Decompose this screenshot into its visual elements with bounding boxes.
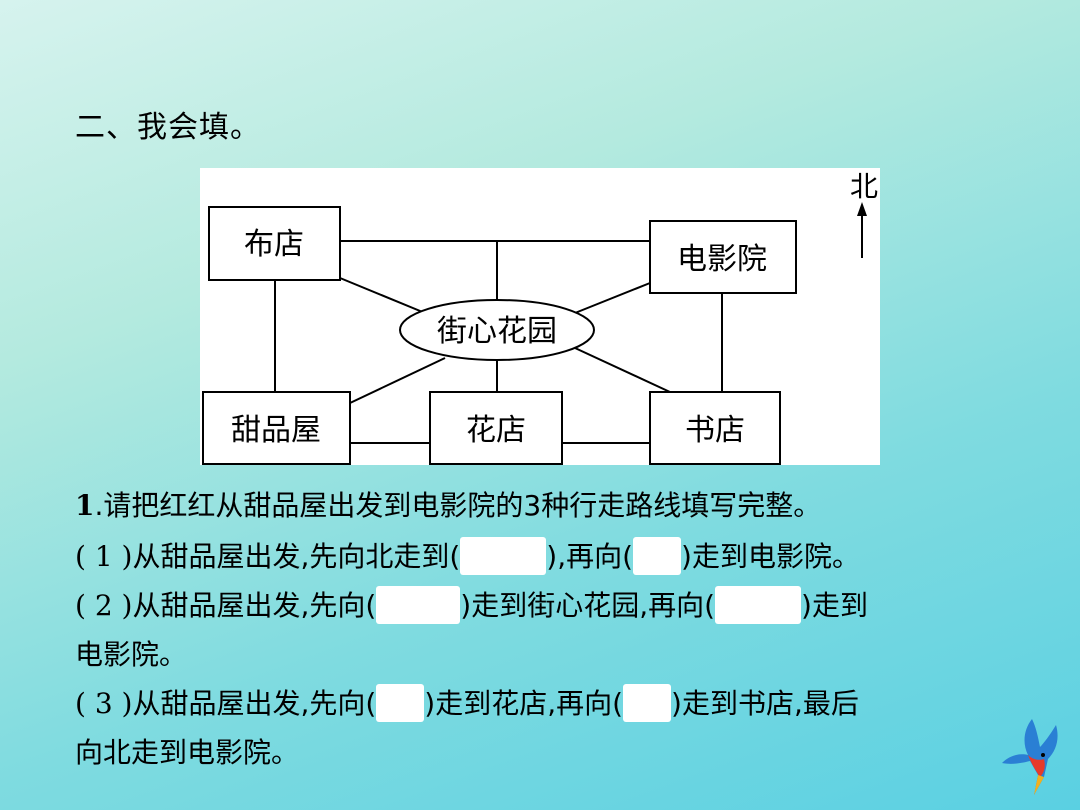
route-1-blank-1[interactable] [460, 537, 547, 575]
route-2-index: ( 2 ) [75, 589, 133, 622]
flower-shop-label: 花店 [466, 413, 526, 448]
book-shop-label: 书店 [685, 413, 745, 448]
flower-shop-box [429, 391, 563, 465]
route-3-text-b: )走到花店,再向( [424, 687, 624, 720]
cinema-label: 电影院 [677, 242, 767, 277]
question-1-prompt: 1.请把红红从甜品屋出发到电影院的3种行走路线填写完整。 [75, 484, 821, 524]
route-1-text-a: 从甜品屋出发,先向北走到( [132, 540, 461, 573]
north-label: 北 [850, 170, 878, 203]
route-2-text-b: )走到街心花园,再向( [460, 589, 716, 622]
route-map: 北 布店 电影院 街心花园 甜品屋 花店 书店 [200, 168, 880, 465]
route-3-blank-1[interactable] [376, 684, 425, 722]
route-2-blank-1[interactable] [376, 586, 461, 624]
dessert-house-box [202, 391, 351, 465]
route-1-text-b: ),再向( [546, 540, 634, 573]
route-3-blank-2[interactable] [623, 684, 672, 722]
dessert-house-label: 甜品屋 [231, 413, 321, 448]
route-2-blank-2[interactable] [715, 586, 802, 624]
route-1: ( 1 )从甜品屋出发,先向北走到( ),再向( )走到电影院。 [75, 535, 860, 575]
route-2-text-a: 从甜品屋出发,先向( [132, 589, 377, 622]
garden-label: 街心花园 [437, 314, 557, 349]
route-2-text-c: )走到 [801, 589, 868, 622]
route-1-blank-2[interactable] [633, 537, 682, 575]
cinema-box [649, 220, 797, 294]
road-garden-cinema [574, 282, 651, 314]
road-garden-book [574, 347, 671, 393]
garden-ellipse [399, 299, 595, 361]
route-3-text-c: )走到书店,最后 [671, 687, 859, 720]
road-cloth-garden [339, 277, 426, 314]
question-1-text: .请把红红从甜品屋出发到电影院的3种行走路线填写完整。 [94, 489, 822, 522]
road-dessert-garden [349, 357, 446, 404]
cloth-shop-label: 布店 [244, 227, 304, 262]
route-3: ( 3 )从甜品屋出发,先向( )走到花店,再向( )走到书店,最后 [75, 682, 859, 722]
book-shop-box [649, 391, 781, 465]
route-3-continued: 向北走到电影院。 [75, 736, 300, 769]
cloth-shop-box [208, 206, 341, 281]
route-3-text-a: 从甜品屋出发,先向( [132, 687, 377, 720]
section-title: 二、我会填。 [75, 110, 261, 145]
route-1-text-c: )走到电影院。 [681, 540, 860, 573]
parrot-icon [1002, 719, 1058, 795]
route-map-diagram: 北 布店 电影院 街心花园 甜品屋 花店 书店 [202, 170, 878, 465]
north-arrow-icon [857, 202, 867, 216]
route-1-index: ( 1 ) [75, 540, 133, 573]
route-3-index: ( 3 ) [75, 687, 133, 720]
question-number: 1 [75, 489, 95, 522]
route-2: ( 2 )从甜品屋出发,先向( )走到街心花园,再向( )走到 [75, 584, 868, 624]
route-2-continued: 电影院。 [75, 638, 188, 671]
